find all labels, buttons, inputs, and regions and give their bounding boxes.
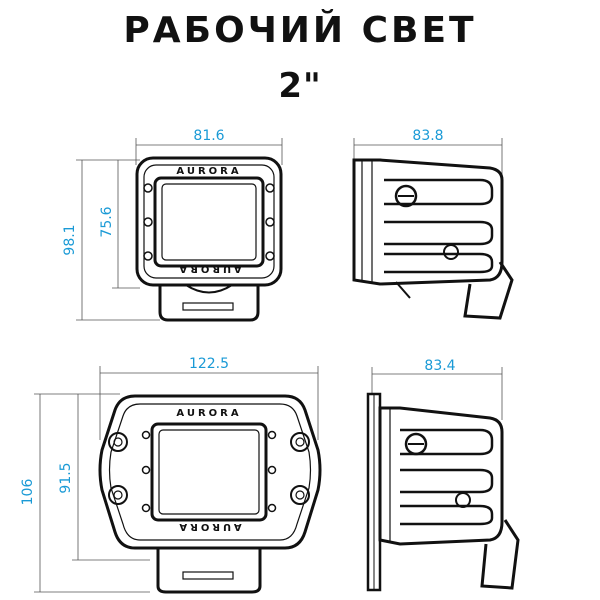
front-view-flush: 122.5 106 91.5 AURORA AURORA [20, 356, 322, 594]
mount-bolt-icon [443, 244, 459, 260]
screw-icon [265, 217, 275, 227]
dim-height-outer-bottom-front: 106 [20, 479, 36, 506]
front-view-surface: 81.6 98.1 75.6 AURORA AURORA [62, 128, 283, 322]
screw-icon [141, 465, 151, 475]
screw-icon [267, 430, 277, 440]
brand-label: AURORA [176, 166, 241, 177]
screw-icon [267, 503, 277, 513]
dim-depth-bottom-side: 83.4 [424, 358, 455, 374]
dim-height-inner-bottom-front: 91.5 [58, 462, 74, 493]
mount-hole-icon [290, 432, 310, 452]
screw-icon [141, 503, 151, 513]
mount-bolt-icon [455, 492, 471, 508]
mount-hole-icon [108, 432, 128, 452]
dim-height-inner-top-front: 75.6 [99, 206, 115, 237]
screw-icon [143, 217, 153, 227]
page-subtitle: 2" [278, 66, 322, 106]
mount-hole-icon [290, 485, 310, 505]
brand-label: AURORA [176, 521, 241, 532]
page-title: РАБОЧИЙ СВЕТ [123, 10, 477, 51]
dim-height-outer-top-front: 98.1 [62, 224, 78, 255]
screw-icon [141, 430, 151, 440]
dim-width-top-front: 81.6 [193, 128, 224, 144]
screw-icon [143, 183, 153, 193]
screw-icon [265, 183, 275, 193]
dim-width-bottom-front: 122.5 [189, 356, 229, 372]
dim-depth-top-side: 83.8 [412, 128, 443, 144]
brand-label: AURORA [176, 263, 241, 274]
vent-icon [394, 184, 418, 208]
brand-label: AURORA [176, 408, 241, 419]
side-view-surface: 83.8 [352, 128, 514, 320]
screw-icon [143, 251, 153, 261]
side-view-flush: 83.4 [366, 358, 520, 592]
screw-icon [267, 465, 277, 475]
mount-hole-icon [108, 485, 128, 505]
screw-icon [265, 251, 275, 261]
vent-icon [404, 432, 428, 456]
